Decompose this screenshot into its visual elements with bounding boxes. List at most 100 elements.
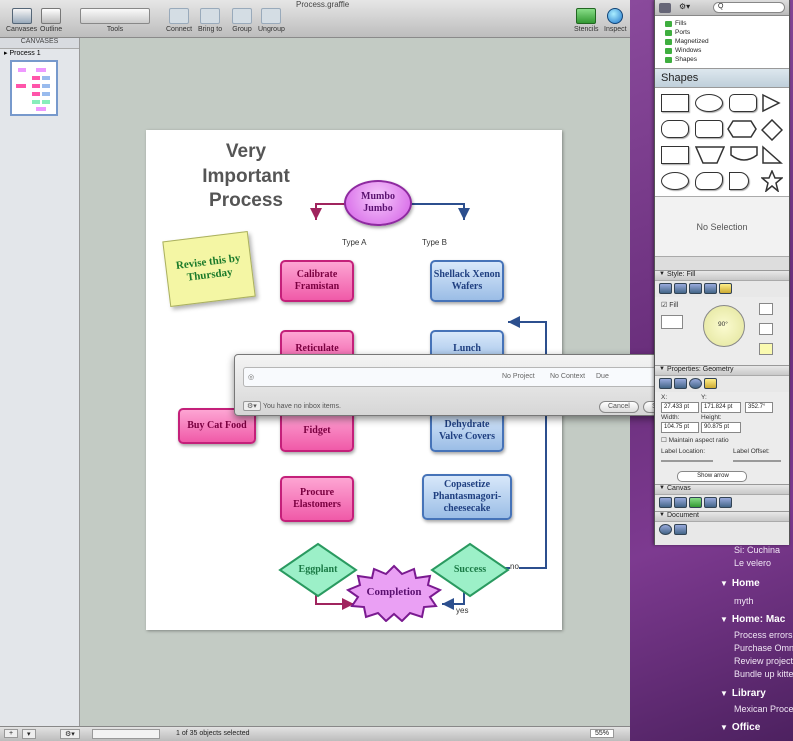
layers-icon[interactable] [719,497,732,508]
aspect-checkbox[interactable]: ☐ Maintain aspect ratio [661,437,729,444]
shape-rounded-rect[interactable] [729,94,757,112]
desktop-task-item[interactable]: Process errors from... [734,630,793,640]
due-column[interactable]: Due [596,373,609,380]
shape-shield[interactable] [729,145,759,165]
label-offset-slider[interactable] [733,460,781,462]
disclosure-triangle-icon[interactable]: ▼ [720,689,728,698]
desktop-folder-header[interactable]: ▼Home: Mac [720,614,786,625]
outline-button[interactable]: Outline [40,8,62,33]
shape-star[interactable] [761,170,783,192]
shape-speech-bubble[interactable] [661,172,689,190]
group-button[interactable]: Group [232,8,252,33]
layer-controls[interactable] [92,729,160,739]
note-icon[interactable]: ◎ [248,374,255,381]
desktop-task-item[interactable]: Bundle up kittens to... [734,669,793,679]
disclosure-triangle-icon[interactable]: ▸ [4,50,10,57]
stencils-button[interactable]: Stencils [574,8,599,33]
shape-hexagon[interactable] [727,119,757,139]
zoom-select[interactable]: 55% [590,729,615,738]
document-data-icon[interactable] [674,524,687,535]
desktop-task-item[interactable]: Le velero [734,558,772,568]
stencil-item[interactable]: Magnetized [655,38,789,47]
geometry-icon[interactable] [659,378,672,389]
desktop-folder-header[interactable]: ▼Home [720,578,760,589]
stencil-search-input[interactable]: Q [713,2,785,13]
label-location-slider[interactable] [661,460,713,462]
fill-angle-wheel[interactable] [703,305,745,347]
shape-rounded-square[interactable] [695,120,723,138]
shape-oval[interactable] [695,94,723,112]
inspect-button[interactable]: Inspect [604,8,627,33]
project-column[interactable]: No Project [502,373,535,380]
stroke-style-icon[interactable] [674,283,687,294]
completion-shape[interactable] [346,564,442,622]
shape-diamond[interactable] [761,119,783,141]
layout-icon[interactable] [689,497,702,508]
fill-type-select[interactable] [661,315,683,329]
canvas-options-button[interactable]: ▾ [22,729,36,739]
shape-triangle[interactable] [761,93,781,113]
grid-icon[interactable] [674,497,687,508]
fill-style-icon[interactable] [659,283,672,294]
connection-icon[interactable] [689,378,702,389]
stencil-item[interactable]: Fills [655,20,789,29]
document-section-header[interactable]: ▼Document [655,511,789,522]
drawing-canvas[interactable]: Very Important Process Revise this by Th… [80,38,680,726]
connect-button[interactable]: Connect [166,8,192,33]
document-settings-icon[interactable] [659,524,672,535]
node-shellack-xenon-wafers[interactable]: Shellack Xenon Wafers [430,260,504,302]
cancel-button[interactable]: Cancel [599,401,639,413]
disclosure-triangle-icon[interactable]: ▼ [659,485,665,491]
disclosure-triangle-icon[interactable]: ▼ [659,366,665,372]
shape-pill[interactable] [661,120,689,138]
node-fidget[interactable]: Fidget [280,410,354,452]
image-style-icon[interactable] [704,283,717,294]
bring-to-front-button[interactable]: Bring to [198,8,222,33]
desktop-task-item[interactable]: Review projects [734,656,793,666]
desktop-folder-header[interactable]: ▼Library [720,688,766,699]
fill-color-well-2[interactable] [759,323,773,335]
disclosure-triangle-icon[interactable]: ▼ [720,615,728,624]
shape-cloud[interactable] [695,172,723,190]
node-calibrate-framistan[interactable]: Calibrate Framistan [280,260,354,302]
desktop-task-item[interactable]: Si: Cuchina [734,545,781,555]
ungroup-button[interactable]: Ungroup [258,8,285,33]
shape-inverted-trapezoid[interactable] [695,145,725,165]
geometry-section-header[interactable]: ▼Properties: Geometry [655,365,789,376]
lines-icon[interactable] [674,378,687,389]
canvas-thumbnail[interactable] [10,60,58,116]
stencil-item[interactable]: Ports [655,29,789,38]
height-field[interactable]: 90.875 pt [701,422,741,433]
action-gear-icon[interactable]: ⚙▾ [679,2,691,11]
desktop-folder-header[interactable]: ▼Office [720,722,761,733]
node-copasetize-phantasmagori-cheesecake[interactable]: Copasetize Phantasmagori-cheesecake [422,474,512,520]
shadow-style-icon[interactable] [689,283,702,294]
decision-success-shape[interactable] [430,542,510,598]
context-column[interactable]: No Context [550,373,586,380]
disclosure-triangle-icon[interactable]: ▼ [720,579,728,588]
alignment-icon[interactable] [704,497,717,508]
shape-rectangle[interactable] [661,94,689,112]
node-dehydrate-valve-covers[interactable]: Dehydrate Valve Covers [430,410,504,452]
quick-entry-field[interactable]: ◎ No Project No Context Due ⚑ [243,367,671,387]
sticky-note[interactable]: Revise this by Thursday [162,231,256,307]
options-select[interactable]: Show arrow [677,471,747,482]
disclosure-triangle-icon[interactable]: ▼ [659,271,665,277]
text-style-icon[interactable] [719,283,732,294]
disclosure-triangle-icon[interactable]: ▼ [720,723,728,732]
shape-delay[interactable] [729,172,749,190]
width-field[interactable]: 104.75 pt [661,422,699,433]
node-procure-elastomers[interactable]: Procure Elastomers [280,476,354,522]
stencil-scrollbar[interactable] [655,256,789,270]
stencil-view-icon[interactable] [659,3,671,13]
y-field[interactable]: 171.824 pt [701,402,741,413]
desktop-task-item[interactable]: myth [734,596,754,606]
fill-color-well-1[interactable] [759,303,773,315]
stencil-item[interactable]: Shapes [655,56,789,65]
action-gear-icon[interactable]: ⚙▾ [243,401,261,411]
fill-color-well-3[interactable] [759,343,773,355]
x-field[interactable]: 27.433 pt [661,402,699,413]
canvas-list-item[interactable]: ▸ Process 1 [4,50,41,57]
decision-eggplant-shape[interactable] [278,542,358,598]
diagram-title[interactable]: Very Important Process [202,141,290,212]
